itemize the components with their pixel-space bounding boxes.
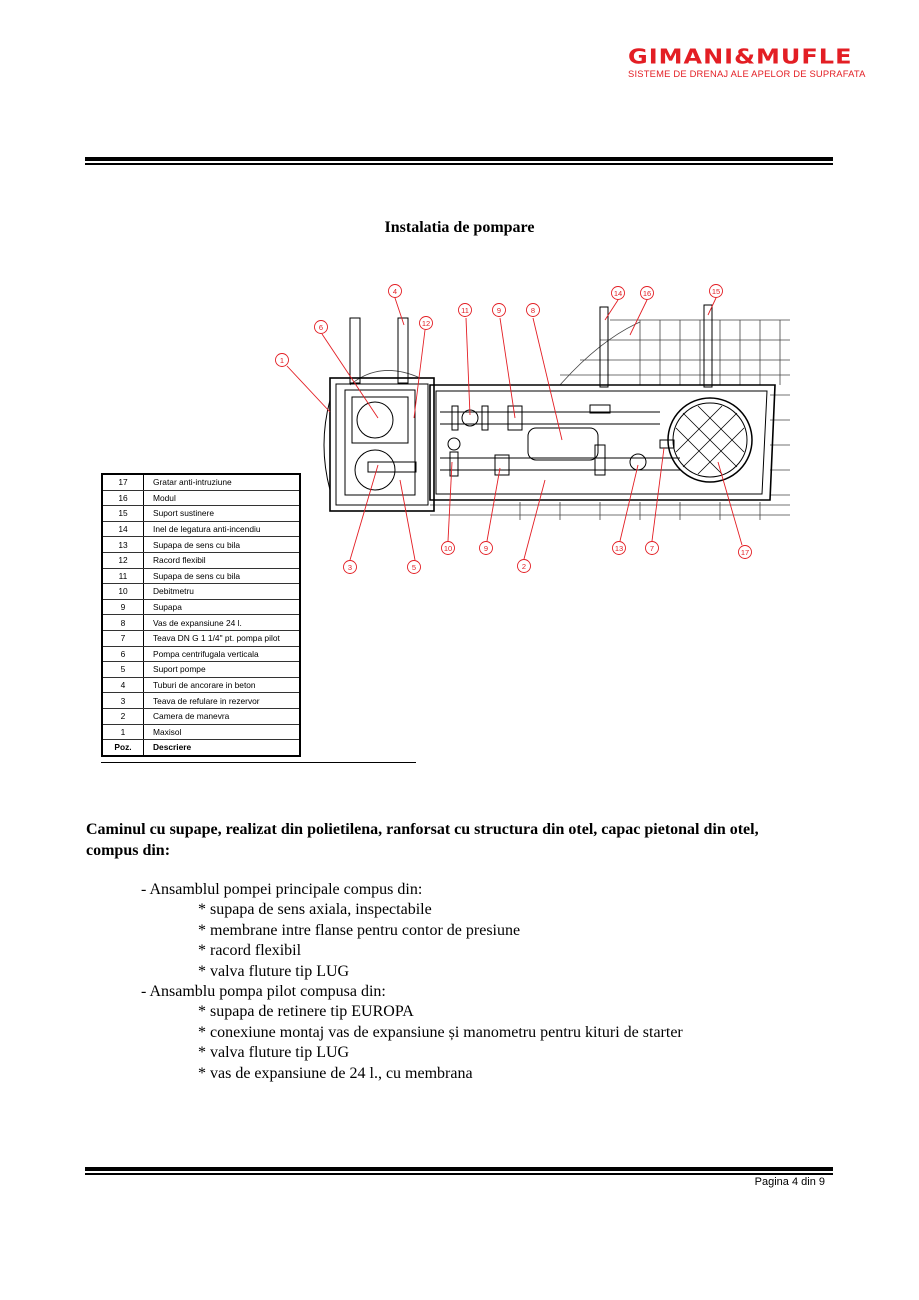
callout-1: 1: [280, 356, 284, 365]
legend-desc: Modul: [143, 489, 301, 507]
section-heading: Caminul cu supape, realizat din polietil…: [86, 821, 759, 859]
legend-pos: 13: [101, 536, 144, 553]
legend-pos: 14: [101, 520, 144, 538]
header-rule-thin: [85, 163, 833, 165]
list-sub-item: * vas de expansiune de 24 l., cu membran…: [198, 1064, 473, 1082]
callout-9-top: 9: [497, 306, 501, 315]
callout-5: 5: [412, 563, 416, 572]
callout-7: 7: [650, 544, 654, 553]
legend-pos: 8: [101, 614, 144, 631]
page-title: Instalatia de pompare: [384, 219, 535, 236]
legend-pos: 9: [101, 598, 144, 616]
list-sub-item: * valva fluture tip LUG: [198, 962, 350, 980]
legend-pos: 7: [101, 629, 144, 647]
company-logo: GIMANI&MUFLE SISTEME DE DRENAJ ALE APELO…: [628, 44, 890, 79]
list-sub-item: * membrane intre flanse pentru contor de…: [198, 921, 521, 939]
legend-desc: Teava DN G 1 1/4" pt. pompa pilot: [143, 629, 301, 647]
legend-desc: Maxisol: [143, 723, 301, 741]
legend-pos: 4: [101, 676, 144, 694]
legend-pos: 12: [101, 551, 144, 569]
legend-desc: Suport pompe: [143, 661, 301, 678]
components-list: - Ansamblul pompei principale compus din…: [141, 880, 683, 1084]
legend-desc: Teava de refulare in rezervor: [143, 692, 301, 709]
callout-3: 3: [348, 563, 352, 572]
callout-14: 14: [614, 289, 622, 298]
legend-pos: 16: [101, 489, 144, 507]
callout-15: 15: [712, 287, 720, 296]
callout-8: 8: [531, 306, 535, 315]
legend-pos: 15: [101, 505, 144, 522]
legend-desc: Debitmetru: [143, 583, 301, 600]
pumping-installation-drawing: 1 2 3 4 5 6 7 8 9 9 10 11 12 13 14 15 16…: [275, 284, 790, 574]
list-sub-item: * racord flexibil: [198, 942, 302, 960]
legend-pos: 3: [101, 692, 144, 709]
logo-wordmark: GIMANI&MUFLE: [628, 44, 853, 69]
logo-tagline: SISTEME DE DRENAJ ALE APELOR DE SUPRAFAT…: [628, 68, 866, 79]
callout-13: 13: [615, 544, 623, 553]
legend-pos: 17: [101, 473, 144, 491]
list-sub-item: * supapa de retinere tip EUROPA: [198, 1003, 414, 1021]
legend-baseline: [101, 762, 416, 763]
legend-pos: 5: [101, 661, 144, 678]
legend-header-pos: Poz.: [101, 739, 144, 757]
list-item: - Ansamblul pompei principale compus din…: [141, 881, 423, 898]
callout-12: 12: [422, 319, 430, 328]
callout-4: 4: [393, 287, 397, 296]
list-sub-item: * supapa de sens axiala, inspectabile: [198, 901, 432, 919]
list-item: - Ansamblu pompa pilot compusa din:: [141, 983, 386, 1001]
legend-pos: 10: [101, 583, 144, 600]
legend-desc: Pompa centrifugala verticala: [143, 645, 301, 663]
legend-pos: 6: [101, 645, 144, 663]
page-number: Pagina 4 din 9: [754, 1176, 825, 1188]
legend-pos: 1: [101, 723, 144, 741]
legend-desc: Racord flexibil: [143, 551, 301, 569]
legend-pos: 11: [101, 567, 144, 585]
legend-desc: Vas de expansiune 24 l.: [143, 614, 301, 631]
callout-10: 10: [444, 544, 452, 553]
callout-16: 16: [643, 289, 651, 298]
legend-desc: Tuburi de ancorare in beton: [143, 676, 301, 694]
legend-desc: Camera de manevra: [143, 707, 301, 725]
legend-desc: Gratar anti-intruziune: [143, 473, 301, 491]
footer-rule-thick: [85, 1167, 833, 1171]
callout-6: 6: [319, 323, 323, 332]
list-sub-item: * conexiune montaj vas de expansiune și …: [198, 1023, 683, 1041]
footer-rule-thin: [85, 1173, 833, 1175]
header-rule-thick: [85, 157, 833, 161]
legend-desc: Suport sustinere: [143, 505, 301, 522]
legend-desc: Supapa de sens cu bila: [143, 567, 301, 585]
legend-header-desc: Descriere: [143, 739, 301, 757]
callout-2: 2: [522, 562, 526, 571]
legend-desc: Supapa de sens cu bila: [143, 536, 301, 553]
legend-header-row: Poz. Descriere: [101, 739, 301, 757]
legend-desc: Supapa: [143, 598, 301, 616]
callout-17: 17: [741, 548, 749, 557]
legend-pos: 2: [101, 707, 144, 725]
list-sub-item: * valva fluture tip LUG: [198, 1044, 350, 1062]
legend-desc: Inel de legatura anti-incendiu: [143, 520, 301, 538]
callout-11: 11: [461, 306, 469, 315]
callout-9-bottom: 9: [484, 544, 488, 553]
